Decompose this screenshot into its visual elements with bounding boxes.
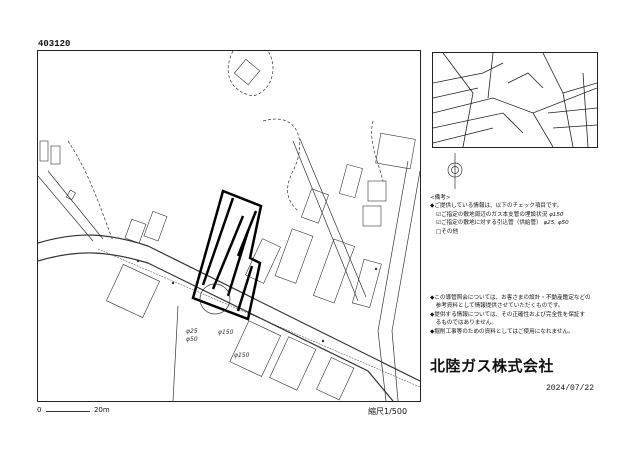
remarks-section: <備考> ◆ご提供している情報は、以下のチェック項目です。 ☑ご指定の敷地周辺の… [430,194,569,236]
location-inset-map [432,52,598,148]
pipe-label: φ150 [218,329,234,336]
pipe-labels: φ25 φ50 φ150 φ150 [186,328,250,359]
buildings [39,58,416,401]
road-edge [37,252,394,402]
disclaimer-line: ◆この導管照会については、お客さまの設計・不動産鑑定などの [430,295,591,301]
scale-bar-line [45,407,90,412]
sheet-code: 403120 [38,39,71,49]
north-compass-icon [447,153,463,189]
road-edge [377,160,409,402]
check-item: ☑ご指定の敷地に対する引込管（供給管） φ25, φ50 [436,220,569,227]
remarks-intro: ◆ご提供している情報は、以下のチェック項目です。 [430,203,563,210]
scale-bar: 0 20m [37,406,110,414]
scale-bar-end: 20m [93,406,110,414]
service-connection-marker [199,283,231,315]
contour-line [227,50,274,97]
check-note: φ150 [549,211,564,218]
road-edge [47,170,104,240]
disclaimer-line: ◆提供する情報については、その正確性および完全性を保証す [430,311,586,318]
map-drawing: φ25 φ50 φ150 φ150 [37,50,421,402]
hatched-site [191,189,263,321]
inset-drawing [432,52,598,148]
pipe-dots [136,259,378,343]
disclaimer-line: 参考資料として情報提供させていただくものです。 [430,303,564,310]
issue-date: 2024/07/22 [546,384,595,393]
pipe-label: φ50 [186,336,198,343]
check-item: □その他 [436,228,459,235]
contour-line [371,120,384,182]
company-name: 北陸ガス株式会社 [430,357,555,375]
contour-line [67,140,114,242]
road-edge [172,305,179,402]
road-edge [299,138,367,298]
gas-main [97,248,421,388]
gas-pipe-map: φ25 φ50 φ150 φ150 [37,50,421,402]
contour-line [262,118,301,212]
pipe-label: φ150 [234,352,250,359]
scale-bar-start: 0 [37,406,42,414]
pipe-label: φ25 [186,328,198,335]
disclaimer-line: ◆掘削工事等のための資料としてはご使用になれません。 [430,328,574,335]
road-edge [292,140,359,302]
disclaimer-line: るものではありません。 [430,320,497,327]
road-edge [391,170,421,402]
scale-ratio: 縮尺1/500 [368,407,408,416]
road-edge [37,234,421,382]
road-edge [37,175,94,242]
remarks-heading: <備考> [430,195,451,201]
disclaimers: ◆この導管照会については、お客さまの設計・不動産鑑定などの 参考資料として情報提… [430,294,591,336]
check-note: φ25, φ50 [543,220,569,227]
check-item: ☑ご指定の敷地周辺のガス本支管の埋設状況 φ150 [436,211,564,218]
